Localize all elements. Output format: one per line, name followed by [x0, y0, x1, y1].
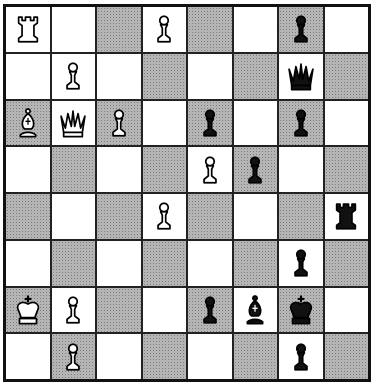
board-square-r4-c3[interactable] [97, 147, 141, 192]
white-pawn-icon[interactable] [56, 340, 90, 374]
black-bishop-icon[interactable] [238, 293, 272, 327]
board-square-r1-c6[interactable] [234, 7, 278, 52]
board-square-r5-c1[interactable] [6, 194, 50, 239]
board-square-r4-c2[interactable] [52, 147, 96, 192]
board-square-r2-c5[interactable] [188, 54, 232, 99]
board-square-r6-c8[interactable] [325, 241, 369, 286]
board-square-r4-c4[interactable] [143, 147, 187, 192]
board-square-r8-c3[interactable] [97, 334, 141, 379]
board-square-r1-c5[interactable] [188, 7, 232, 52]
black-pawn-icon[interactable] [238, 153, 272, 187]
board-square-r1-c8[interactable] [325, 7, 369, 52]
chess-board-frame [3, 4, 371, 382]
board-square-r4-c1[interactable] [6, 147, 50, 192]
board-square-r2-c2[interactable] [52, 54, 96, 99]
board-square-r4-c8[interactable] [325, 147, 369, 192]
black-king-icon[interactable] [284, 293, 318, 327]
black-pawn-icon[interactable] [284, 340, 318, 374]
board-square-r5-c2[interactable] [52, 194, 96, 239]
board-square-r7-c3[interactable] [97, 288, 141, 333]
board-square-r3-c8[interactable] [325, 101, 369, 146]
board-square-r3-c4[interactable] [143, 101, 187, 146]
board-square-r6-c2[interactable] [52, 241, 96, 286]
black-queen-icon[interactable] [284, 59, 318, 93]
black-pawn-icon[interactable] [284, 106, 318, 140]
black-pawn-icon[interactable] [193, 106, 227, 140]
board-square-r1-c2[interactable] [52, 7, 96, 52]
board-square-r6-c1[interactable] [6, 241, 50, 286]
board-square-r7-c1[interactable] [6, 288, 50, 333]
board-square-r7-c5[interactable] [188, 288, 232, 333]
black-pawn-icon[interactable] [284, 12, 318, 46]
board-square-r7-c8[interactable] [325, 288, 369, 333]
board-square-r1-c7[interactable] [279, 7, 323, 52]
board-square-r1-c4[interactable] [143, 7, 187, 52]
board-square-r7-c2[interactable] [52, 288, 96, 333]
board-square-r6-c5[interactable] [188, 241, 232, 286]
board-square-r7-c4[interactable] [143, 288, 187, 333]
board-square-r2-c6[interactable] [234, 54, 278, 99]
white-pawn-icon[interactable] [102, 106, 136, 140]
black-rook-icon[interactable] [329, 199, 363, 233]
white-king-icon[interactable] [11, 293, 45, 327]
board-square-r8-c4[interactable] [143, 334, 187, 379]
board-square-r8-c2[interactable] [52, 334, 96, 379]
board-square-r2-c7[interactable] [279, 54, 323, 99]
board-square-r6-c7[interactable] [279, 241, 323, 286]
white-pawn-icon[interactable] [193, 153, 227, 187]
board-square-r5-c4[interactable] [143, 194, 187, 239]
board-square-r5-c7[interactable] [279, 194, 323, 239]
board-square-r2-c8[interactable] [325, 54, 369, 99]
board-square-r8-c1[interactable] [6, 334, 50, 379]
board-square-r5-c8[interactable] [325, 194, 369, 239]
board-square-r8-c5[interactable] [188, 334, 232, 379]
white-pawn-icon[interactable] [147, 12, 181, 46]
board-square-r8-c8[interactable] [325, 334, 369, 379]
board-square-r8-c6[interactable] [234, 334, 278, 379]
board-square-r1-c3[interactable] [97, 7, 141, 52]
black-pawn-icon[interactable] [193, 293, 227, 327]
white-pawn-icon[interactable] [56, 59, 90, 93]
white-rook-icon[interactable] [11, 12, 45, 46]
board-square-r3-c2[interactable] [52, 101, 96, 146]
board-square-r7-c7[interactable] [279, 288, 323, 333]
board-square-r3-c7[interactable] [279, 101, 323, 146]
board-square-r2-c3[interactable] [97, 54, 141, 99]
board-square-r7-c6[interactable] [234, 288, 278, 333]
chess-board [6, 7, 368, 379]
board-square-r5-c3[interactable] [97, 194, 141, 239]
board-square-r4-c7[interactable] [279, 147, 323, 192]
board-square-r3-c6[interactable] [234, 101, 278, 146]
board-square-r2-c1[interactable] [6, 54, 50, 99]
board-square-r4-c5[interactable] [188, 147, 232, 192]
white-bishop-icon[interactable] [11, 106, 45, 140]
board-square-r3-c1[interactable] [6, 101, 50, 146]
board-square-r2-c4[interactable] [143, 54, 187, 99]
board-square-r6-c3[interactable] [97, 241, 141, 286]
white-queen-icon[interactable] [56, 106, 90, 140]
board-square-r5-c6[interactable] [234, 194, 278, 239]
white-pawn-icon[interactable] [56, 293, 90, 327]
white-pawn-icon[interactable] [147, 199, 181, 233]
board-square-r6-c4[interactable] [143, 241, 187, 286]
board-square-r8-c7[interactable] [279, 334, 323, 379]
board-square-r1-c1[interactable] [6, 7, 50, 52]
board-square-r3-c5[interactable] [188, 101, 232, 146]
board-square-r6-c6[interactable] [234, 241, 278, 286]
board-square-r3-c3[interactable] [97, 101, 141, 146]
board-square-r5-c5[interactable] [188, 194, 232, 239]
black-pawn-icon[interactable] [284, 246, 318, 280]
board-square-r4-c6[interactable] [234, 147, 278, 192]
